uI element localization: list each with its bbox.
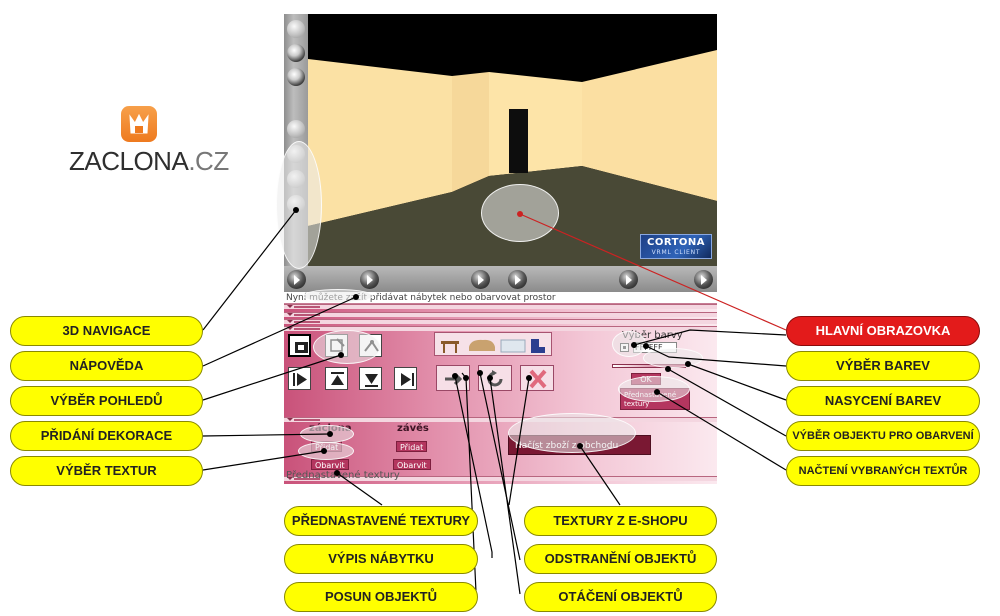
highlight-load [618, 376, 690, 402]
callout-textures: VÝBĚR TEXTUR [10, 456, 203, 486]
main-3d-viewport[interactable]: CORTONA VRML CLIENT [284, 14, 717, 292]
highlight-decoration [300, 425, 354, 443]
callout-decoration: PŘIDÁNÍ DEKORACE [10, 421, 203, 451]
chair-icon [531, 339, 545, 353]
view-icon[interactable] [360, 270, 379, 289]
logo-brand: ZACLONA [69, 146, 189, 176]
cortona-subtitle: VRML CLIENT [651, 249, 701, 256]
callout-main-screen: HLAVNÍ OBRAZOVKA [786, 316, 980, 346]
delete-icon[interactable] [520, 365, 554, 391]
callout-furniture-list: VÝPIS NÁBYTKU [284, 544, 478, 574]
right-view-icon[interactable] [394, 367, 417, 390]
highlight-nav [276, 141, 322, 269]
highlight-views [313, 330, 381, 364]
camera-icon[interactable] [288, 334, 311, 357]
next-viewpoint-icon[interactable] [508, 270, 527, 289]
drape-label: závěs [397, 423, 429, 434]
callout-saturation: NASYCENÍ BAREV [786, 386, 980, 416]
nav-walk-icon[interactable] [287, 44, 305, 62]
radiator-icon [500, 339, 526, 353]
nav-down-icon[interactable] [287, 120, 305, 138]
cortona-badge: CORTONA VRML CLIENT [640, 234, 712, 259]
cortona-title: CORTONA [646, 237, 706, 248]
highlight-eshop [508, 413, 636, 453]
highlight-help [303, 289, 373, 303]
callout-rotate-objects: OTÁČENÍ OBJEKTŮ [524, 582, 717, 612]
settings-icon[interactable] [287, 270, 306, 289]
section-bar[interactable] [284, 417, 717, 422]
desk-icon [441, 341, 459, 344]
back-view-icon[interactable] [325, 367, 348, 390]
callout-color-select: VÝBĚR BAREV [786, 351, 980, 381]
furniture-icons [441, 339, 545, 353]
section-bar[interactable] [284, 312, 717, 317]
viewer-bottom-bar [284, 266, 717, 292]
callout-help: NÁPOVĚDA [10, 351, 203, 381]
bottom-view-icon[interactable] [359, 367, 382, 390]
furniture-list[interactable] [434, 332, 552, 356]
rotate-icon[interactable] [478, 365, 512, 391]
front-view-icon[interactable] [288, 367, 311, 390]
highlight-saturation [643, 348, 703, 368]
sofa-icon [469, 339, 495, 351]
callout-object-color: VÝBĚR OBJEKTU PRO OBARVENÍ [786, 421, 980, 451]
highlight-color [612, 331, 646, 357]
preset-textures-section[interactable]: Přednastavené textury [286, 470, 400, 481]
logo-wordmark: ZACLONA.CZ [69, 146, 229, 177]
prev-viewpoint-icon[interactable] [471, 270, 490, 289]
add-drape-button[interactable]: Přidat [396, 441, 428, 452]
fit-icon[interactable] [694, 270, 713, 289]
callout-load-textures: NAČTENÍ VYBRANÝCH TEXTŮR [786, 456, 980, 486]
section-bar[interactable] [284, 319, 717, 324]
vrml-app: CORTONA VRML CLIENT Nyní můžete začít př… [284, 14, 717, 484]
crown-logo-icon [129, 113, 149, 134]
nav-fly-icon[interactable] [287, 68, 305, 86]
highlight-textures [298, 442, 354, 460]
callout-views: VÝBĚR POHLEDŮ [10, 386, 203, 416]
doorway [509, 109, 528, 173]
callout-remove-objects: ODSTRANĚNÍ OBJEKTŮ [524, 544, 717, 574]
color-drape-button[interactable]: Obarvit [393, 459, 431, 470]
nav-orbit-icon[interactable] [287, 20, 305, 38]
logo-mark [121, 106, 157, 142]
section-bar[interactable] [284, 304, 717, 309]
logo-suffix: .CZ [188, 146, 229, 176]
color-curtain-button[interactable]: Obarvit [311, 459, 349, 470]
callout-move-objects: POSUN OBJEKTŮ [284, 582, 478, 612]
reset-icon[interactable] [619, 270, 638, 289]
move-icon[interactable] [436, 365, 470, 391]
callout-preset-textures: PŘEDNASTAVENÉ TEXTURY [284, 506, 478, 536]
highlight-main [481, 184, 559, 242]
callout-3d-navigation: 3D NAVIGACE [10, 316, 203, 346]
callout-eshop-textures: TEXTURY Z E-SHOPU [524, 506, 717, 536]
